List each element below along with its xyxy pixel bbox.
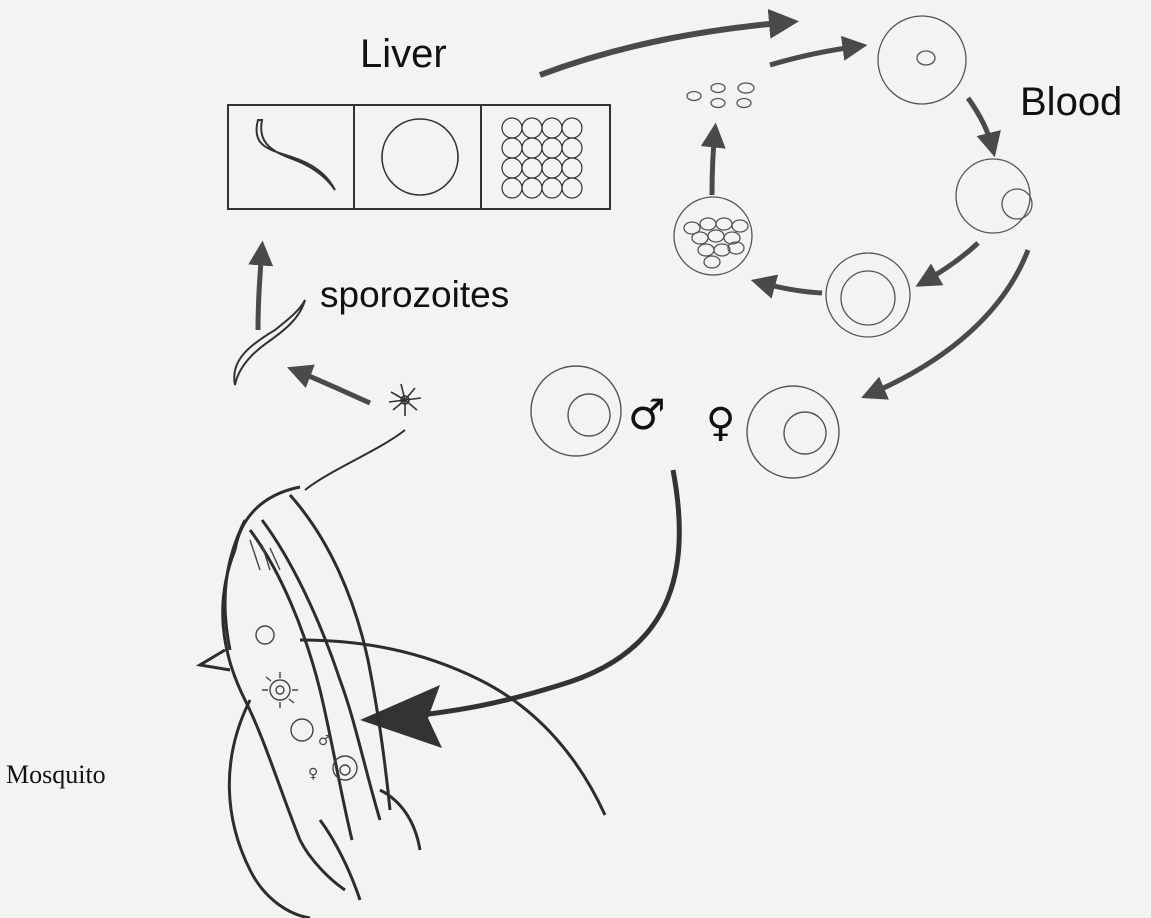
sporozoite-burst-icon (389, 384, 421, 416)
arrow-trophozoite-to-schizont (922, 243, 978, 283)
liver-merozoite (502, 138, 522, 158)
arrow-blood-to-gametocytes (868, 250, 1028, 395)
mosquito-label: Mosquito (6, 760, 106, 790)
liver-merozoite (522, 138, 542, 158)
parasite-mature-schizont-icon (684, 218, 748, 268)
liver-merozoite (502, 118, 522, 138)
female-gametocyte-icon (784, 412, 826, 454)
liver-schizont-icon (382, 119, 458, 195)
liver-merozoite (522, 178, 542, 198)
schizont-merozoite (692, 232, 708, 244)
male-symbol: ♂ (628, 390, 666, 439)
arrow-mature-to-release (712, 130, 715, 195)
liver-merozoite (542, 118, 562, 138)
liver-merozoite (562, 138, 582, 158)
liver-sporozoite-icon (256, 120, 335, 190)
arrow-ring-to-trophozoite (968, 98, 993, 150)
arrow-sporozoites-to-liver (258, 248, 262, 330)
schizont-merozoite (704, 256, 720, 268)
schizont-merozoite (714, 244, 730, 256)
released-merozoites-icon (687, 83, 754, 108)
liver-merozoite (502, 158, 522, 178)
arrow-head-to-mosquito (360, 685, 442, 748)
arrow-liver-to-blood (540, 22, 790, 75)
liver-merozoite (542, 178, 562, 198)
arrow-merozoites-to-ring (770, 46, 860, 65)
arrow-schizont-to-mature (758, 282, 822, 293)
liver-merozoite (502, 178, 522, 198)
arrow-gametocytes-to-mosquito (400, 470, 679, 718)
liver-merozoites-icon (502, 118, 582, 198)
schizont-merozoite (716, 218, 732, 230)
schizont-merozoite (700, 218, 716, 230)
liver-merozoite (522, 158, 542, 178)
blood-cell-ring-stage (878, 16, 966, 104)
liver-merozoite (562, 118, 582, 138)
svg-text:♂: ♂ (318, 733, 331, 749)
blood-label: Blood (1020, 80, 1122, 125)
schizont-merozoite (732, 220, 748, 232)
svg-text:♀: ♀ (308, 766, 318, 782)
liver-merozoite (562, 158, 582, 178)
liver-label: Liver (360, 32, 447, 77)
blood-cell-mature-schizont (674, 197, 752, 275)
parasite-ring-icon (917, 51, 935, 65)
liver-merozoite (522, 118, 542, 138)
mosquito-illustration (200, 430, 605, 918)
female-gametocyte-cell (747, 386, 839, 478)
liver-merozoite (542, 158, 562, 178)
liver-merozoite (562, 178, 582, 198)
male-gametocyte-icon (568, 394, 610, 436)
male-gametocyte-cell (531, 366, 621, 456)
blood-cell-trophozoite (956, 159, 1030, 233)
parasite-trophozoite-icon (1002, 189, 1032, 219)
schizont-merozoite (708, 230, 724, 242)
sporozoites-label: sporozoites (320, 274, 509, 316)
female-symbol: ♀ (706, 400, 735, 446)
schizont-merozoite (698, 244, 714, 256)
parasite-early-schizont-icon (841, 271, 895, 325)
arrow-sporozoite-release (294, 370, 370, 403)
liver-merozoite (542, 138, 562, 158)
